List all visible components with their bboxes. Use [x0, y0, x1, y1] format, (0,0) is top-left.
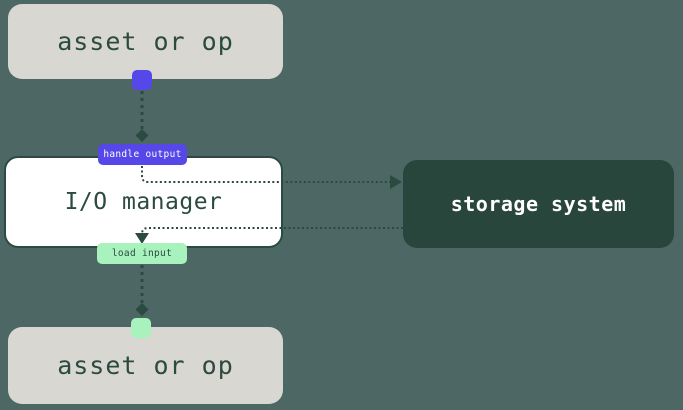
- node-asset-or-op-bottom-label: asset or op: [57, 351, 234, 380]
- edge-arrow-right-icon: [390, 175, 402, 189]
- load-input-label: load input: [111, 248, 173, 259]
- node-io-manager: I/O manager: [4, 156, 283, 248]
- edge-input-diamond-icon: [135, 303, 149, 316]
- node-storage-system: storage system: [403, 160, 674, 248]
- edge-label-handle-output: handle output: [98, 144, 187, 165]
- node-asset-or-op-bottom: asset or op: [8, 327, 283, 404]
- output-port-square-icon: [132, 70, 152, 90]
- node-io-manager-label: I/O manager: [64, 189, 223, 215]
- edge-label-load-input: load input: [97, 243, 187, 264]
- handle-output-label: handle output: [103, 149, 182, 160]
- node-asset-or-op-top-label: asset or op: [57, 27, 234, 56]
- node-storage-system-label: storage system: [450, 192, 627, 216]
- node-asset-or-op-top: asset or op: [8, 4, 283, 79]
- input-port-square-icon: [131, 318, 151, 338]
- edge-output-diamond-icon: [135, 129, 149, 142]
